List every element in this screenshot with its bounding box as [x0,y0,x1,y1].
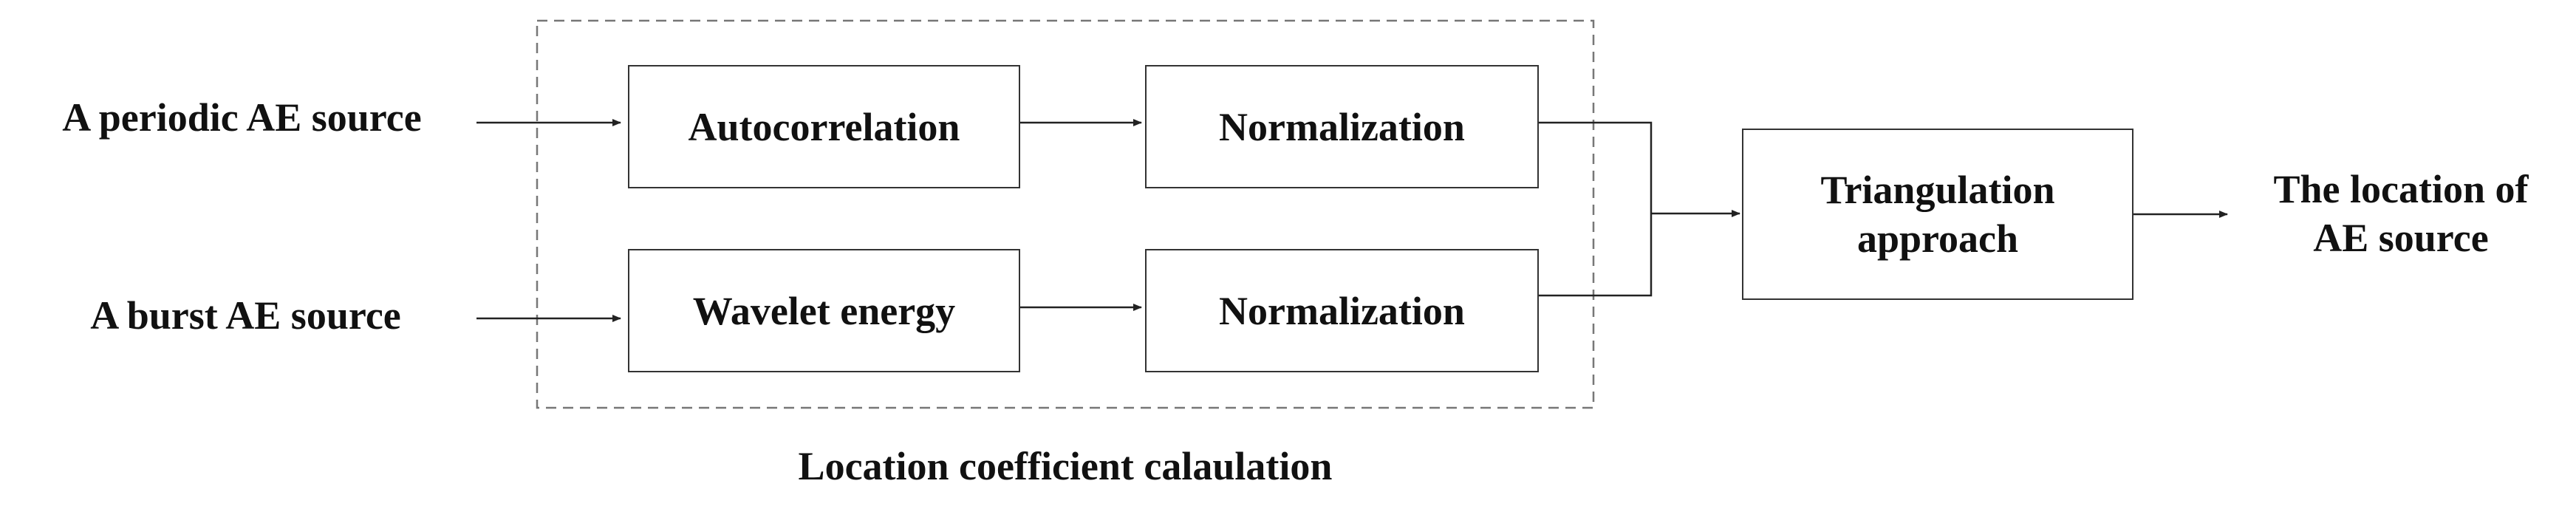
normalization-bottom-box: Normalization [1145,249,1539,372]
wavelet-energy-label: Wavelet energy [692,288,956,333]
burst-source-text: A burst AE source [90,293,401,338]
location-coefficient-caption: Location coefficient calaulation [537,442,1593,491]
wavelet-energy-box: Wavelet energy [628,249,1020,372]
output-line2: AE source [2313,216,2489,260]
burst-source-label: A burst AE source [30,291,462,340]
triangulation-line1: Triangulation [1820,168,2055,212]
triangulation-line2: approach [1856,216,2019,261]
periodic-source-text: A periodic AE source [62,95,422,140]
triangulation-box: Triangulation approach [1742,129,2133,300]
periodic-source-label: A periodic AE source [15,93,469,142]
autocorrelation-label: Autocorrelation [688,104,960,149]
normalization-top-label: Normalization [1219,104,1465,149]
output-label: The location of AE source [2231,158,2571,269]
location-coefficient-group-border [536,19,1595,409]
connector-normalization-top [1539,121,1653,297]
normalization-top-box: Normalization [1145,65,1539,188]
location-coefficient-caption-text: Location coefficient calaulation [798,444,1333,488]
autocorrelation-box: Autocorrelation [628,65,1020,188]
output-line1: The location of [2273,167,2529,211]
normalization-bottom-label: Normalization [1219,288,1465,333]
